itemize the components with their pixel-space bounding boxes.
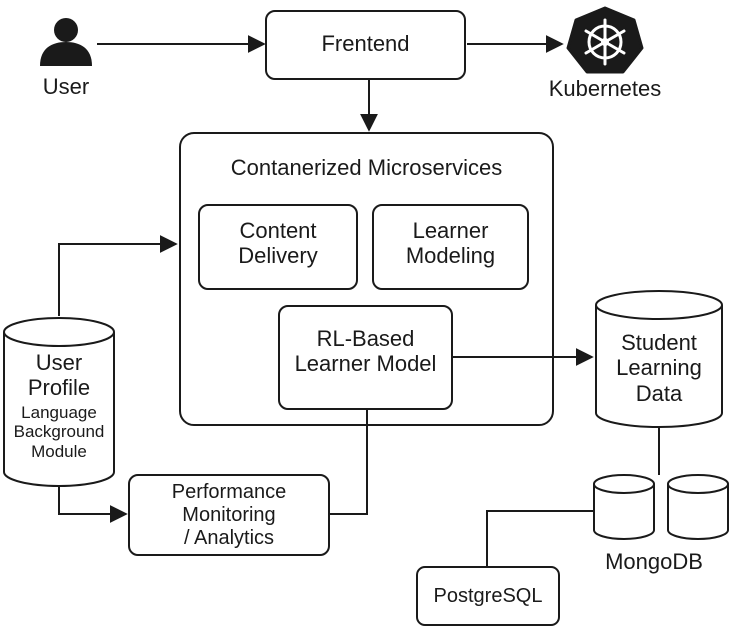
user-person-icon	[40, 18, 92, 66]
learner-modeling-label: Learner Modeling	[373, 218, 528, 269]
performance-line2: Monitoring	[182, 504, 276, 526]
user-profile-line3: Language	[21, 402, 97, 422]
user-profile-line2: Profile	[27, 375, 91, 401]
student-data-line2: Learning	[616, 355, 702, 381]
content-delivery-line1: Content	[239, 218, 317, 243]
kubernetes-helm-icon	[566, 6, 644, 74]
microservices-title: Contanerized Microservices	[230, 155, 503, 180]
content-delivery-line2: Delivery	[238, 243, 318, 269]
student-data-cylinder	[595, 290, 723, 428]
line-performance-to-rl	[330, 410, 368, 515]
rl-model-box	[278, 305, 453, 410]
arrow-profile-to-performance	[58, 486, 128, 523]
postgresql-box	[416, 566, 560, 626]
line-mongodb-to-postgresql	[486, 510, 594, 566]
performance-line1: Performance	[171, 481, 287, 503]
performance-line3: / Analytics	[183, 527, 275, 549]
student-data-line3: Data	[635, 380, 683, 406]
rl-model-line1: RL-Based	[316, 326, 415, 351]
frontend-box	[265, 10, 466, 80]
student-data-label: Student Learning Data	[596, 330, 722, 406]
learner-modeling-box	[372, 204, 529, 290]
user-profile-line5: Module	[31, 441, 87, 461]
performance-box	[128, 474, 330, 556]
mongodb-cylinder-left	[593, 474, 655, 540]
learner-modeling-line2: Modeling	[405, 243, 496, 269]
rl-model-line2: Learner Model	[294, 351, 437, 377]
content-delivery-box	[198, 204, 358, 290]
mongodb-label: MongoDB	[605, 549, 703, 574]
arrow-profile-to-microservices	[58, 235, 178, 316]
kubernetes-label: Kubernetes	[548, 76, 662, 101]
learner-modeling-line1: Learner	[412, 218, 489, 243]
postgresql-label: PostgreSQL	[433, 585, 543, 607]
user-profile-line4: Background	[13, 422, 105, 442]
performance-label: Performance Monitoring / Analytics	[129, 481, 329, 550]
user-profile-label: User Profile Language Background Module	[4, 350, 114, 461]
frontend-label: Frentend	[321, 31, 410, 56]
rl-model-label: RL-Based Learner Model	[279, 326, 452, 377]
student-data-line1: Student	[621, 330, 697, 355]
user-label: User	[42, 74, 90, 99]
content-delivery-label: Content Delivery	[199, 218, 357, 269]
user-profile-cylinder	[3, 317, 115, 487]
mongodb-cylinder-right	[667, 474, 729, 540]
user-profile-line1: User	[35, 350, 83, 375]
